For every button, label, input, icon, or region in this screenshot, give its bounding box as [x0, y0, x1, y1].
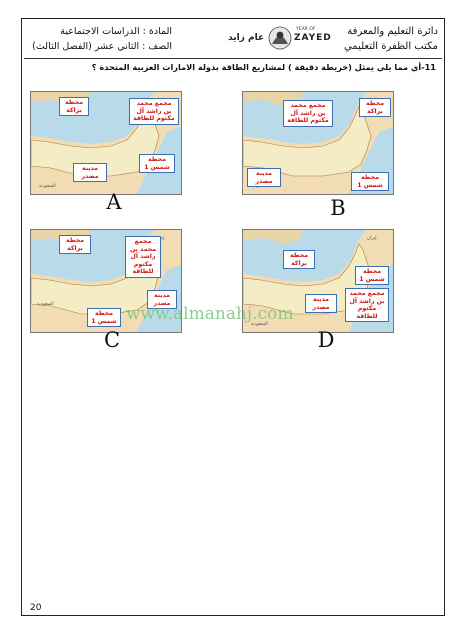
option-a-letter: A: [106, 190, 122, 214]
map-a-label-1: محطة براكة: [59, 97, 89, 116]
page-border: [21, 18, 445, 616]
grade-line: الصف : الثاني عشر (الفصل الثالث): [32, 41, 172, 52]
year-of-zayed-logo: YEAR OF ZAYED عام زايد: [208, 24, 331, 54]
option-d-letter: D: [317, 328, 335, 352]
map-c-saudi: السعودية: [37, 302, 54, 307]
map-c-label-4: محطة شمس 1: [87, 308, 121, 327]
map-a-label-3: محطة شمس 1: [139, 154, 175, 173]
map-option-c[interactable]: إيران السعودية محطة براكة مجمع محمد بن ر…: [30, 229, 182, 333]
logo-year-of: YEAR OF: [296, 27, 316, 32]
org-line-1: دائرة التعليم والمعرفة: [347, 26, 438, 37]
map-d-label-4: مجمع محمد بن راشد آل مكتوم للطاقة: [345, 288, 389, 322]
map-b-label-3: مدينة مصدر: [247, 168, 281, 187]
map-c-label-3: مدينة مصدر: [147, 290, 177, 309]
page-number: 20: [30, 603, 42, 613]
map-d-label-2: محطة شمس 1: [355, 266, 389, 285]
logo-zayed: ZAYED: [294, 33, 332, 43]
page-header: دائرة التعليم والمعرفة مكتب الظفرة التعل…: [24, 22, 442, 58]
org-line-2: مكتب الظفرة التعليمي: [343, 41, 438, 52]
option-c-letter: C: [103, 328, 121, 352]
question-text: 11-أي مما يلي يمثل (خريطة دقيقة ) لمشاري…: [91, 62, 436, 72]
map-b-label-4: محطة شمس 1: [351, 172, 389, 191]
logo-arabic: عام زايد: [228, 33, 265, 43]
map-d-saudi: السعودية: [251, 322, 268, 327]
map-option-b[interactable]: إيران السعودية محطة براكة مجمع محمد بن ر…: [242, 91, 394, 195]
header-divider: [24, 58, 442, 59]
map-a-label-2: مجمع محمد بن راشد آل مكتوم للطاقة: [129, 98, 179, 125]
map-c-label-2: مجمع محمد بن راشد آل مكتوم للطاقة: [125, 236, 161, 278]
organization-info: دائرة التعليم والمعرفة مكتب الظفرة التعل…: [320, 24, 438, 54]
option-b-letter: B: [330, 196, 346, 220]
map-d-label-3: مدينة مصدر: [305, 294, 337, 313]
map-b-label-2: مجمع محمد بن راشد آل مكتوم للطاقة: [283, 100, 333, 127]
map-a-saudi: السعودية: [39, 184, 56, 189]
map-b-label-1: محطة براكة: [359, 98, 391, 117]
map-c-label-1: محطة براكة: [59, 235, 91, 254]
subject-line: المادة : الدراسات الاجتماعية: [60, 26, 172, 37]
subject-info: المادة : الدراسات الاجتماعية الصف : الثا…: [32, 24, 172, 54]
map-d-iran: إيران: [367, 236, 377, 241]
watermark-url: www.almanahj.com: [126, 304, 294, 324]
map-option-d[interactable]: إيران السعودية محطة براكة محطة شمس 1 مدي…: [242, 229, 394, 333]
map-d-label-1: محطة براكة: [283, 250, 315, 269]
map-a-label-4: مدينة مصدر: [73, 163, 107, 182]
map-option-a[interactable]: إيران السعودية محطة براكة مجمع محمد بن ر…: [30, 91, 182, 195]
